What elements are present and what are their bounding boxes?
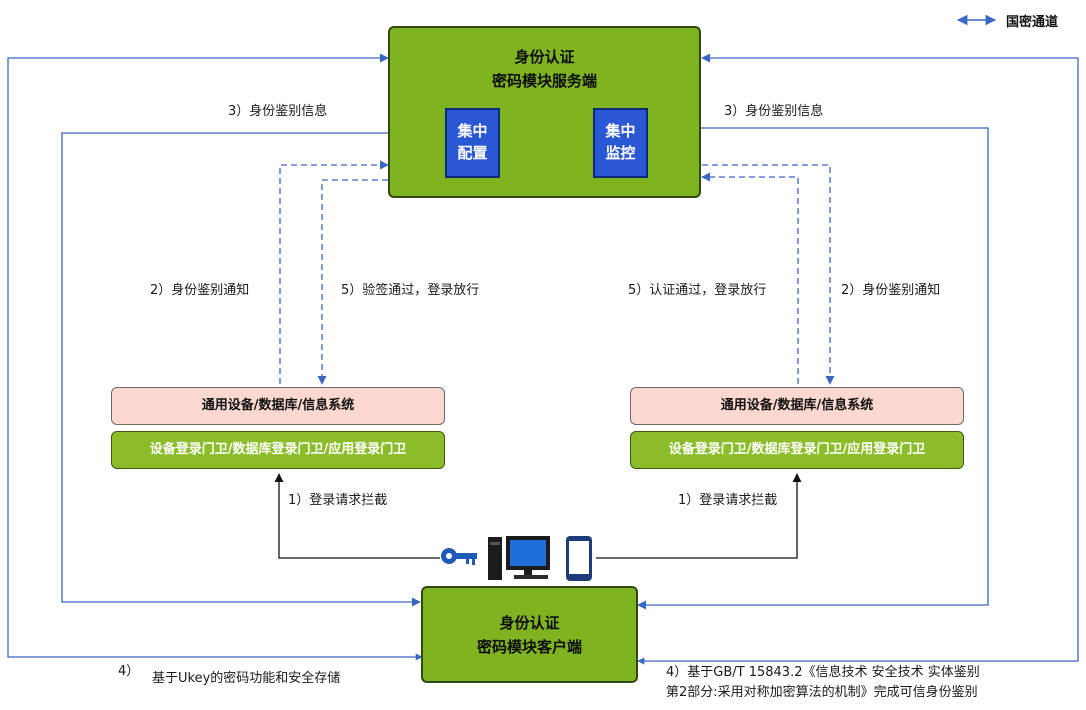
dashed-notify-right: [701, 172, 799, 384]
computer-icon: [488, 536, 550, 580]
right-systems-bar: 通用设备/数据库/信息系统: [630, 387, 964, 425]
step5-right-label: 5）认证通过，登录放行: [628, 283, 767, 298]
centralized-config-tile: 集中 配置: [445, 108, 500, 178]
channel-inner-right: [637, 127, 989, 610]
dashed-notify-left: [279, 160, 389, 384]
server-box: 身份认证 密码模块服务端 集中 配置 集中 监控: [388, 26, 701, 198]
channel-outer-right: [638, 53, 1079, 662]
phone-icon: [566, 536, 592, 581]
step4-left-label: 基于Ukey的密码功能和安全存储: [152, 671, 341, 686]
step1-left-label: 1）登录请求拦截: [288, 493, 388, 508]
client-title-line1: 身份认证: [499, 614, 560, 632]
step2-right-label: 2）身份鉴别通知: [841, 283, 941, 298]
step4-left-number: 4）: [118, 664, 140, 679]
left-gates-bar: 设备登录门卫/数据库登录门卫/应用登录门卫: [111, 431, 445, 469]
channel-inner-left: [61, 132, 421, 607]
server-title-line2: 密码模块服务端: [491, 72, 597, 90]
step3-right-label: 3）身份鉴别信息: [724, 104, 824, 119]
request-line-right: [596, 473, 802, 559]
step1-right-label: 1）登录请求拦截: [678, 493, 778, 508]
channel-outer-left: [7, 53, 420, 658]
dashed-pass-right: [702, 164, 835, 385]
step5-left-label: 5）验签通过，登录放行: [341, 283, 480, 298]
step4-right-line1: 4）基于GB/T 15843.2《信息技术 安全技术 实体鉴别: [666, 665, 980, 680]
step3-left-label: 3）身份鉴别信息: [228, 104, 328, 119]
step4-right-line2: 第2部分:采用对称加密算法的机制》完成可信身份鉴别: [666, 685, 978, 700]
dashed-pass-left: [317, 179, 388, 385]
right-gates-bar: 设备登录门卫/数据库登录门卫/应用登录门卫: [630, 431, 964, 469]
client-title-line2: 密码模块客户端: [476, 638, 582, 656]
ukey-icon: [441, 548, 477, 565]
server-title-line1: 身份认证: [514, 48, 575, 66]
centralized-monitor-tile: 集中 监控: [593, 108, 648, 178]
left-systems-bar: 通用设备/数据库/信息系统: [111, 387, 445, 425]
client-box: 身份认证 密码模块客户端: [421, 586, 638, 683]
step2-left-label: 2）身份鉴别通知: [150, 283, 250, 298]
legend-label: 国密通道: [1006, 15, 1059, 30]
request-line-left: [274, 473, 440, 559]
